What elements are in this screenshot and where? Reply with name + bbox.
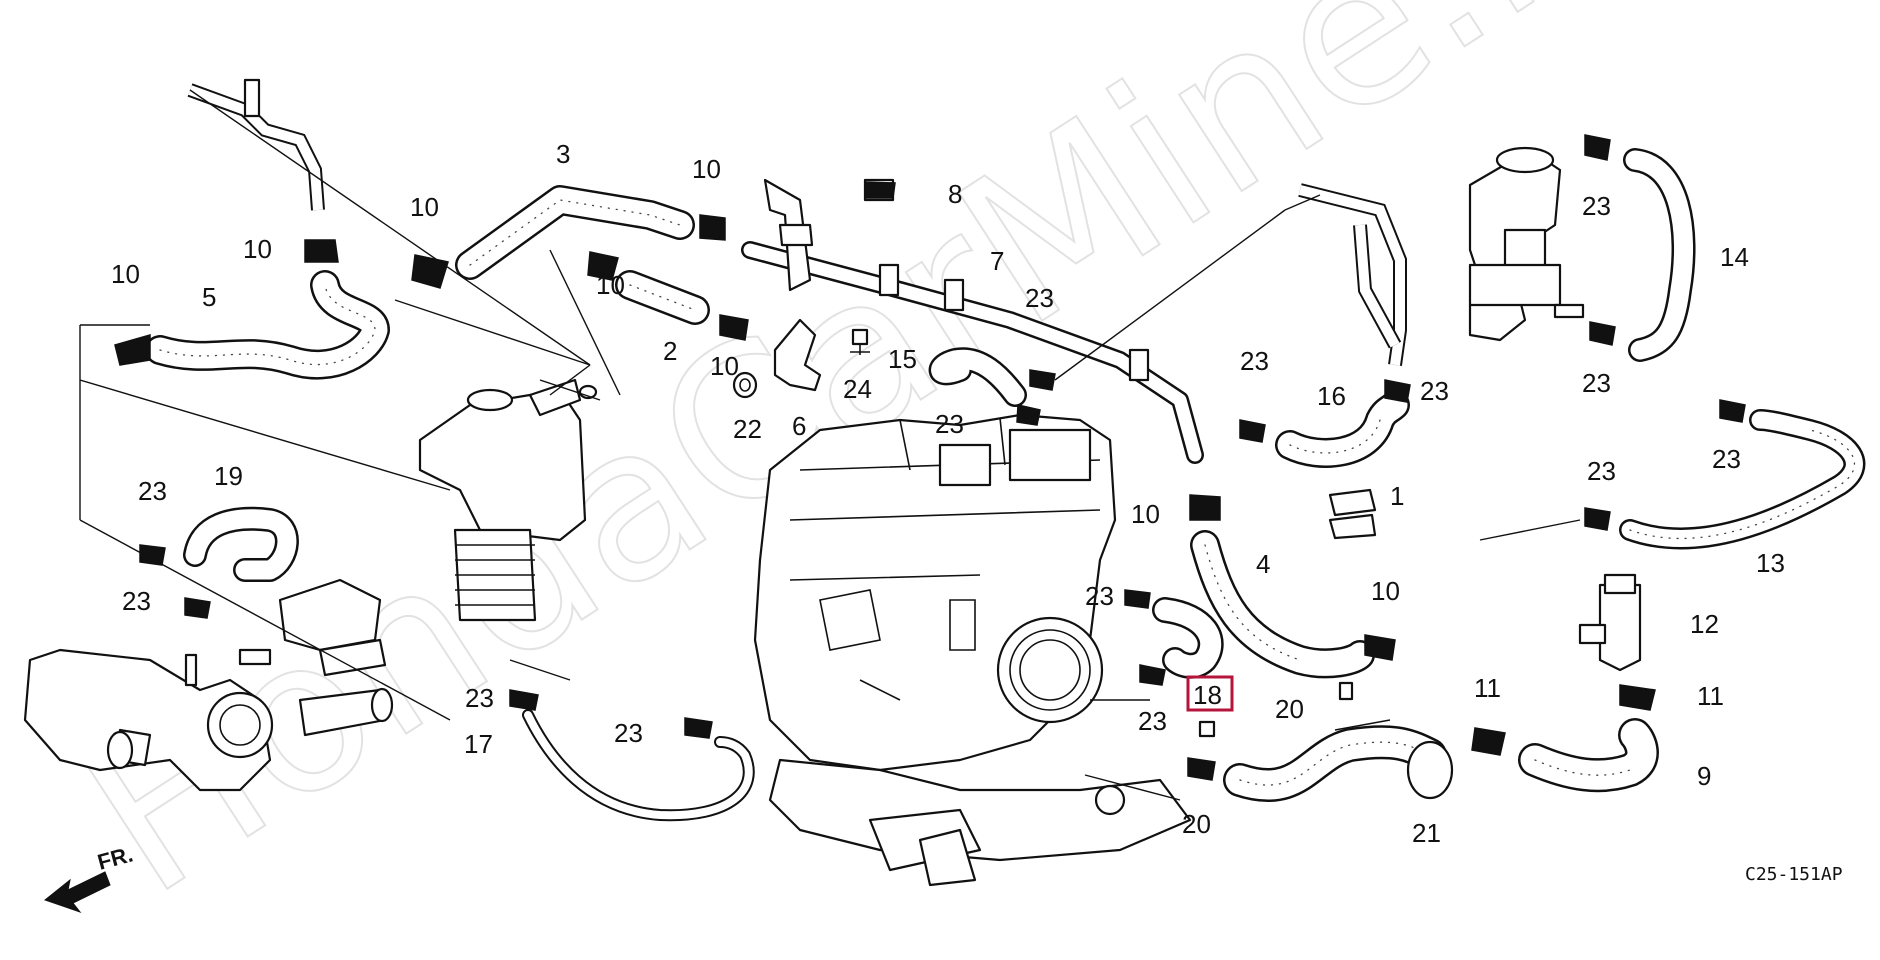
callout-23b[interactable]: 23 [1582, 368, 1611, 398]
callout-23c[interactable]: 23 [1025, 283, 1054, 313]
callout-11b[interactable]: 11 [1697, 681, 1724, 711]
callout-16[interactable]: 16 [1317, 381, 1346, 411]
hose-15 [928, 347, 1027, 407]
callout-3[interactable]: 3 [556, 139, 570, 169]
callout-23k[interactable]: 23 [138, 476, 167, 506]
callout-23j[interactable]: 23 [1138, 706, 1167, 736]
bracket-6 [773, 318, 822, 392]
pipe-upper-left [187, 78, 325, 211]
callout-20b[interactable]: 20 [1182, 809, 1211, 839]
callout-10b[interactable]: 10 [111, 259, 140, 289]
callout-15[interactable]: 15 [888, 344, 917, 374]
callout-23g[interactable]: 23 [1712, 444, 1741, 474]
callout-23l[interactable]: 23 [122, 586, 151, 616]
hose-3 [455, 185, 695, 280]
bolt-20 [1198, 681, 1354, 738]
hose-2 [615, 270, 710, 325]
hose-18 [1152, 597, 1224, 679]
callout-10g[interactable]: 10 [1131, 499, 1160, 529]
pipe-7 [741, 241, 1204, 464]
callout-14[interactable]: 14 [1720, 242, 1749, 272]
callout-23a[interactable]: 23 [1582, 191, 1611, 221]
bolt-24 [850, 328, 870, 355]
callout-4[interactable]: 4 [1256, 549, 1270, 579]
callout-20a[interactable]: 20 [1275, 694, 1304, 724]
callout-23d[interactable]: 23 [1240, 346, 1269, 376]
engine-block [753, 413, 1192, 887]
hose-5 [145, 270, 390, 380]
hose-19 [183, 506, 299, 582]
arrow-left-icon [43, 871, 111, 914]
clamp-1 [1328, 488, 1377, 540]
clamps [114, 134, 1746, 781]
callout-11a[interactable]: 11 [1474, 673, 1501, 703]
leader-lines [79, 89, 1581, 801]
hose-21 [1223, 725, 1454, 802]
callout-8[interactable]: 8 [948, 179, 962, 209]
callout-10h[interactable]: 10 [1371, 576, 1400, 606]
callout-9[interactable]: 9 [1697, 761, 1711, 791]
callout-10d[interactable]: 10 [692, 154, 721, 184]
callout-23h[interactable]: 23 [1587, 456, 1616, 486]
callout-12[interactable]: 12 [1690, 609, 1719, 639]
hose-4 [1190, 530, 1375, 679]
hose-9 [1518, 718, 1659, 793]
callout-6[interactable]: 6 [792, 411, 806, 441]
callout-17[interactable]: 17 [464, 729, 493, 759]
callout-23f[interactable]: 23 [935, 409, 964, 439]
callout-23i[interactable]: 23 [1085, 581, 1114, 611]
callout-24[interactable]: 24 [843, 374, 872, 404]
hose-16 [1275, 390, 1410, 468]
hose-17 [522, 709, 755, 822]
water-outlet-housing [23, 578, 394, 792]
callout-10a[interactable]: 10 [243, 234, 272, 264]
callout-22[interactable]: 22 [733, 414, 762, 444]
callout-10e[interactable]: 10 [596, 270, 625, 300]
callout-21[interactable]: 21 [1412, 818, 1441, 848]
hose-14 [1623, 148, 1696, 362]
callout-18-highlight-box [1186, 675, 1234, 712]
callouts: 1 2 3 4 5 6 7 8 9 10 10 10 10 10 10 10 1… [111, 139, 1785, 848]
callout-10c[interactable]: 10 [410, 192, 439, 222]
front-direction-indicator: FR. [43, 842, 136, 914]
callout-1[interactable]: 1 [1390, 481, 1404, 511]
callout-13[interactable]: 13 [1756, 548, 1785, 578]
joint-12 [1578, 573, 1642, 672]
callout-5[interactable]: 5 [202, 282, 216, 312]
washer-22 [732, 371, 758, 399]
egr-valve [418, 378, 598, 622]
callout-2[interactable]: 2 [663, 336, 677, 366]
callout-18[interactable]: 18 [1193, 680, 1222, 710]
hose-13 [1619, 409, 1866, 550]
callout-7[interactable]: 7 [990, 246, 1004, 276]
callout-23e[interactable]: 23 [1420, 376, 1449, 406]
valve-assembly [1468, 146, 1585, 342]
callout-23n[interactable]: 23 [614, 718, 643, 748]
diagram-code: C25-151AP [1745, 864, 1843, 885]
vacuum-pipes [1298, 183, 1407, 366]
callout-10f[interactable]: 10 [710, 351, 739, 381]
callout-23m[interactable]: 23 [465, 683, 494, 713]
callout-19[interactable]: 19 [214, 461, 243, 491]
